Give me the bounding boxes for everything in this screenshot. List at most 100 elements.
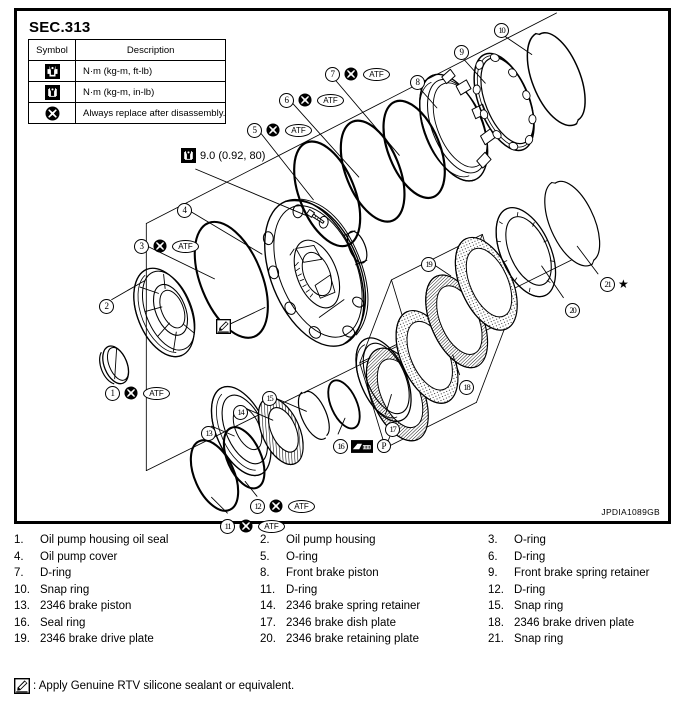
symbol-legend-row: N·m (kg-m, ft-lb): [28, 60, 227, 82]
part-item-19: 19. 2346 brake drive plate: [14, 633, 260, 645]
part-item-7: 7. D-ring: [14, 567, 260, 579]
callout-21[interactable]: 21: [600, 277, 615, 292]
star-icon: ★: [618, 277, 629, 291]
part-label: 2346 brake drive plate: [40, 633, 154, 645]
rtv-sealant-icon: [216, 319, 231, 334]
part-number: 9.: [488, 567, 498, 579]
part-number: 6.: [488, 550, 498, 563]
callout-14[interactable]: 14: [233, 405, 248, 420]
part-item-3: 3. O-ring: [488, 534, 674, 546]
torque-inlb-icon: [44, 84, 60, 100]
part-item-21: 21. Snap ring: [488, 633, 674, 645]
description-column-header: Description: [74, 39, 227, 61]
part-label: Front brake spring retainer: [514, 567, 650, 579]
callout-4[interactable]: 4: [177, 203, 192, 218]
grease-icon: [351, 440, 373, 453]
part-number: 12.: [488, 583, 504, 596]
parts-list-row: 10. Snap ring 11. D-ring 12. D-ring: [14, 584, 674, 596]
part-label: D-ring: [514, 583, 546, 596]
symbol-legend-row: Always replace after disassembly.: [28, 102, 227, 124]
callout-3[interactable]: 3: [134, 239, 149, 254]
parts-list-row: 1. Oil pump housing oil seal 2. Oil pump…: [14, 534, 674, 546]
part-item-14: 14. 2346 brake spring retainer: [260, 600, 488, 612]
part-label: O-ring: [514, 534, 546, 546]
part-item-18: 18. 2346 brake driven plate: [488, 617, 674, 629]
part-item-13: 13. 2346 brake piston: [14, 600, 260, 612]
atf-marker: ATF: [288, 500, 315, 513]
callout-6[interactable]: 6: [279, 93, 294, 108]
part-label: 2346 brake retaining plate: [286, 633, 419, 645]
part-label: Seal ring: [40, 616, 86, 629]
symbol-legend-row: N·m (kg-m, in-lb): [28, 81, 227, 103]
part-number: 18.: [488, 616, 504, 629]
always-replace-icon: [45, 106, 60, 121]
part-label: D-ring: [514, 550, 546, 563]
atf-marker: ATF: [172, 240, 199, 253]
part-label: O-ring: [286, 550, 318, 563]
symbol-legend-header-row: Symbol Description: [28, 39, 227, 61]
callout-18[interactable]: 18: [459, 380, 474, 395]
part-number: 1.: [14, 534, 24, 546]
callout-19[interactable]: 19: [421, 257, 436, 272]
always-replace-cell: [28, 102, 76, 124]
always-replace-icon: [269, 499, 283, 513]
atf-marker: ATF: [258, 520, 285, 533]
part-number: 20.: [260, 633, 276, 645]
torque-ftlb-icon: [44, 63, 60, 79]
part-label: Oil pump cover: [40, 550, 118, 563]
always-replace-icon: [239, 519, 253, 533]
part-label: D-ring: [40, 567, 72, 579]
part-number: 11.: [260, 583, 276, 596]
part-item-10: 10. Snap ring: [14, 584, 260, 596]
torque-inlb-cell: [28, 81, 76, 103]
parts-list-row: 19. 2346 brake drive plate 20. 2346 brak…: [14, 633, 674, 645]
callout-17[interactable]: 17: [385, 422, 400, 437]
always-replace-icon: [266, 123, 280, 137]
always-replace-icon: [344, 67, 358, 81]
part-label: 2346 brake piston: [40, 600, 132, 612]
callout-2[interactable]: 2: [99, 299, 114, 314]
part-number: 19.: [14, 633, 30, 645]
always-replace-description: Always replace after disassembly.: [74, 102, 227, 124]
part-number: 13.: [14, 600, 30, 612]
part-item-16: 16. Seal ring: [14, 617, 260, 629]
always-replace-icon: [124, 386, 138, 400]
parts-list-row: 13. 2346 brake piston 14. 2346 brake spr…: [14, 600, 674, 612]
part-label: 2346 brake driven plate: [514, 616, 635, 629]
rtv-sealant-icon: [14, 678, 30, 694]
atf-marker: ATF: [143, 387, 170, 400]
callout-13[interactable]: 13: [201, 426, 216, 441]
drawing-id: JPDIA1089GB: [601, 507, 660, 517]
callout-5[interactable]: 5: [247, 123, 262, 138]
part-number: 10.: [14, 583, 30, 596]
part-number: 8.: [260, 567, 270, 579]
part-item-6: 6. D-ring: [488, 551, 674, 563]
callout-16[interactable]: 16: [333, 439, 348, 454]
callout-15[interactable]: 15: [262, 391, 277, 406]
part-label: 2346 brake dish plate: [286, 616, 396, 629]
callout-1[interactable]: 1: [105, 386, 120, 401]
callout-11[interactable]: 11: [220, 519, 235, 534]
callout-12[interactable]: 12: [250, 499, 265, 514]
part-number: 5.: [260, 550, 270, 563]
callout-20[interactable]: 20: [565, 303, 580, 318]
sealant-note-text: : Apply Genuine RTV silicone sealant or …: [33, 680, 295, 692]
symbol-column-header: Symbol: [28, 39, 76, 61]
callout-10[interactable]: 10: [494, 23, 509, 38]
atf-marker: ATF: [363, 68, 390, 81]
callout-8[interactable]: 8: [410, 75, 425, 90]
p-marker: P: [377, 439, 391, 453]
part-label: 2346 brake spring retainer: [286, 600, 421, 612]
torque-inlb-description: N·m (kg-m, in-lb): [74, 81, 227, 103]
callout-7[interactable]: 7: [325, 67, 340, 82]
part-label: Snap ring: [514, 633, 564, 645]
part-number: 3.: [488, 534, 498, 546]
parts-list-row: 4. Oil pump cover 5. O-ring 6. D-ring: [14, 551, 674, 563]
part-item-17: 17. 2346 brake dish plate: [260, 617, 488, 629]
part-item-9: 9. Front brake spring retainer: [488, 567, 674, 579]
part-item-12: 12. D-ring: [488, 584, 674, 596]
part-item-5: 5. O-ring: [260, 551, 488, 563]
callout-9[interactable]: 9: [454, 45, 469, 60]
torque-ftlb-cell: [28, 60, 76, 82]
parts-list-row: 16. Seal ring 17. 2346 brake dish plate …: [14, 617, 674, 629]
